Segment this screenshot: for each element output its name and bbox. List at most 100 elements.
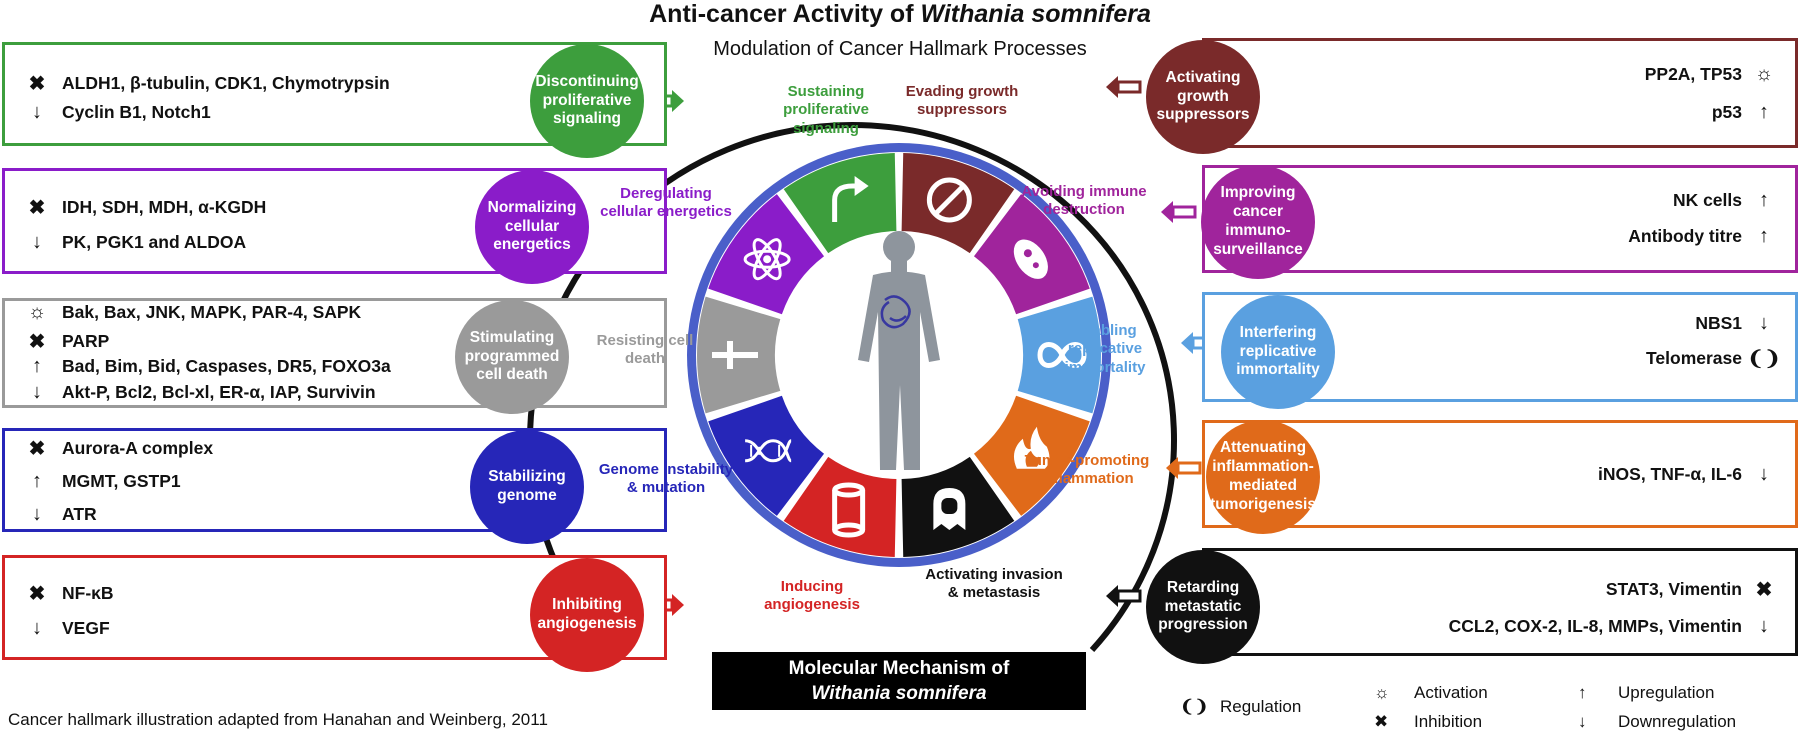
effect-symbol-icon: ☼ [1754, 63, 1774, 85]
mechanism-label: Stabilizing genome [488, 468, 566, 504]
effect-symbol-icon: ✖ [28, 438, 46, 460]
target-list: PARP [62, 331, 110, 351]
target-row: NBS1↓ [1695, 312, 1786, 335]
effect-symbol-icon: ↓ [32, 503, 42, 525]
target-row: ↓Cyclin B1, Notch1 [22, 101, 211, 124]
target-list: VEGF [62, 618, 110, 638]
up-arrow-icon: ↑ [1578, 683, 1587, 702]
hallmark-label: Enabling replicative immortality [1064, 322, 1146, 376]
target-list: PK, PGK1 and ALDOA [62, 232, 247, 252]
effect-symbol-icon: ↓ [1759, 312, 1769, 334]
target-list: Akt-P, Bcl2, Bcl-xl, ER-α, IAP, Survivin [62, 382, 376, 402]
target-list: NF-κB [62, 583, 114, 603]
target-list: IDH, SDH, MDH, α-KGDH [62, 197, 267, 217]
legend-downregulation-label: Downregulation [1618, 712, 1737, 731]
target-row: ↓ Akt-P, Bcl2, Bcl-xl, ER-α, IAP, Survivi… [22, 381, 376, 404]
legend-activation: ☼Activation [1374, 683, 1488, 703]
target-row: ↓ VEGF [22, 617, 110, 640]
target-row: STAT3, Vimentin ✖ [1606, 577, 1786, 602]
mechanism-label: Retarding metastatic progression [1158, 578, 1248, 634]
hallmark-segment [783, 153, 897, 254]
hallmark-label: Tumor-promoting inflammation [1024, 452, 1150, 488]
target-list: Bak, Bax, JNK, MAPK, PAR-4, SAPK [62, 302, 362, 322]
hallmark-icons [712, 175, 1087, 538]
effect-symbol-icon: ❨❩ [1747, 348, 1781, 370]
mechanism-line-1: Molecular Mechanism of [788, 658, 1010, 679]
hallmark-label: Inducing angiogenesis [764, 578, 860, 614]
target-row: ✖ IDH, SDH, MDH, α-KGDH [22, 195, 267, 220]
hallmark-label: Resisting cell death [596, 332, 694, 368]
effect-symbol-icon: ↓ [32, 101, 42, 123]
mechanism-circle: Stabilizing genome [470, 430, 584, 544]
prohibition-icon [926, 177, 972, 223]
legend-inhibition: ✖ Inhibition [1374, 712, 1482, 732]
effect-symbol-icon: ↓ [32, 617, 42, 639]
page-title: Anti-cancer Activity of Withania somnife… [649, 0, 1151, 28]
target-row: Telomerase❨❩ [1646, 346, 1786, 371]
invasion-icon [933, 488, 966, 531]
connector-arrow-icon [1106, 76, 1142, 98]
target-list: PP2A, TP53 [1644, 64, 1742, 84]
effect-symbol-icon: ↑ [1759, 101, 1769, 123]
target-row: iNOS, TNF-α, IL-6↓ [1598, 463, 1786, 486]
cell-icon [1013, 239, 1048, 279]
effect-symbol-icon: ↓ [32, 381, 42, 403]
target-row: Antibody titre↑ [1628, 225, 1786, 248]
target-list: Bad, Bim, Bid, Caspases, DR5, FOXO3a [62, 356, 391, 376]
target-list: ALDH1, β-tubulin, CDK1, Chymotrypsin [62, 73, 390, 93]
hallmark-segment [708, 395, 825, 516]
target-row: p53 ↑ [1712, 101, 1786, 124]
target-row: ↓PK, PGK1 and ALDOA [22, 231, 246, 254]
effect-symbol-icon: ✖ [28, 331, 46, 353]
mechanism-label: Stimulating programmed cell death [464, 328, 560, 384]
target-row: ↑ Bad, Bim, Bid, Caspases, DR5, FOXO3a [22, 355, 391, 378]
hallmark-segment [783, 456, 897, 557]
target-row: ☼Bak, Bax, JNK, MAPK, PAR-4, SAPK [22, 301, 361, 324]
effect-symbol-icon: ✖ [1755, 579, 1773, 601]
target-list: p53 [1711, 102, 1742, 122]
mechanism-circle: Normalizing cellular energetics [475, 170, 589, 284]
hallmark-segment [901, 153, 1015, 254]
target-row: PP2A, TP53 ☼ [1645, 63, 1786, 86]
target-list: STAT3, Vimentin [1605, 579, 1742, 599]
mechanism-circle: Retarding metastatic progression [1146, 550, 1260, 664]
fire-icon [1013, 426, 1050, 469]
connector-arrow-icon [1161, 201, 1197, 223]
mechanism-circle: Improving cancer immuno-surveillance [1201, 165, 1315, 279]
target-row: NK cells↑ [1673, 189, 1786, 212]
legend-downregulation: ↓Downregulation [1578, 712, 1736, 732]
effect-symbol-icon: ↑ [32, 355, 42, 377]
mechanism-label: Normalizing cellular energetics [487, 198, 577, 254]
target-row: ✖NF-κB [22, 581, 114, 606]
human-silhouette-icon [858, 231, 940, 470]
effect-symbol-icon: ✖ [28, 73, 46, 95]
hallmark-label: Activating invasion & metastasis [925, 566, 1063, 602]
mechanism-circle: Discontinuing proliferative signaling [530, 44, 644, 158]
mechanism-circle: Activating growth suppressors [1146, 40, 1260, 154]
hallmark-label: Evading growth suppressors [905, 83, 1019, 119]
target-list: Antibody titre [1628, 226, 1742, 246]
mechanism-line-2: Withania somnifera [811, 683, 987, 704]
effect-symbol-icon: ✖ [28, 197, 46, 219]
effect-symbol-icon: ↓ [1759, 615, 1769, 637]
target-list: CCL2, COX-2, IL-8, MMPs, Vimentin [1448, 616, 1742, 636]
target-row: CCL2, COX-2, IL-8, MMPs, Vimentin ↓ [1449, 615, 1786, 638]
effect-symbol-icon: ↓ [1759, 463, 1769, 485]
arrow-icon [832, 175, 869, 222]
legend-regulation-label: Regulation [1220, 697, 1302, 716]
dagger-icon [712, 341, 758, 369]
effect-symbol-icon: ↑ [32, 470, 42, 492]
mechanism-circle: Attenuating inflammation-mediated tumori… [1206, 420, 1320, 534]
hallmark-label: Genome instability & mutation [598, 461, 734, 497]
atom-icon [743, 238, 791, 281]
inhibition-icon: ✖ [1374, 712, 1389, 731]
hallmark-label: Avoiding immune destruction [1021, 183, 1147, 219]
hallmark-label: Sustaining proliferative signaling [783, 83, 869, 137]
regulation-icon: ❨❩ [1180, 697, 1209, 716]
legend-upregulation-label: Upregulation [1618, 683, 1715, 702]
mechanism-circle: Stimulating programmed cell death [455, 300, 569, 414]
target-list: Aurora-A complex [62, 438, 214, 458]
legend-inhibition-label: Inhibition [1414, 712, 1483, 731]
